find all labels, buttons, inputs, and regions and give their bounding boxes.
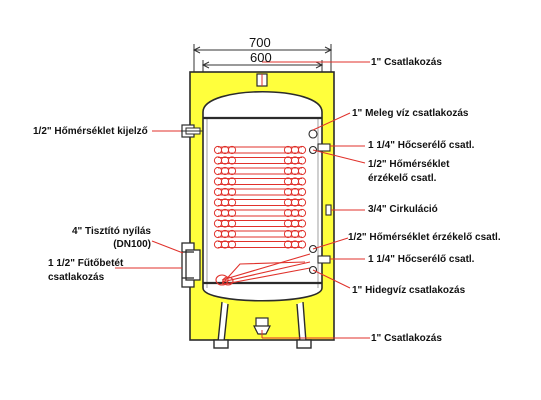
coil-tube-section	[297, 187, 307, 197]
label-hot-water: 1" Meleg víz csatlakozás	[352, 108, 469, 119]
coil-tube-section	[227, 145, 237, 155]
coil-tube-section	[227, 187, 237, 197]
label-bottom-connection: 1" Csatlakozás	[371, 333, 442, 344]
coil-tube-section	[227, 219, 237, 228]
coil-tube-section	[227, 240, 237, 249]
coil-tube-section	[227, 156, 237, 165]
label-lower-coil: 1 1/4" Hőcserélő csatl.	[368, 254, 475, 265]
label-upper-coil: 1 1/4" Hőcserélő csatl.	[368, 140, 475, 151]
lower-coil	[215, 253, 311, 286]
dimension-lines	[192, 44, 333, 80]
coil-tube-section	[297, 198, 307, 207]
label-thermometer: 1/2" Hőmérséklet kijelző	[33, 126, 148, 137]
leader-lines	[115, 61, 370, 339]
label-circulation: 3/4" Cirkuláció	[368, 204, 438, 215]
cleaning-opening-flange	[181, 242, 201, 288]
label-cold-water: 1" Hidegvíz csatlakozás	[352, 285, 466, 296]
coil-tube-section	[297, 156, 307, 165]
label-cleaning-1: 4" Tisztító nyílás	[71, 226, 151, 237]
label-heater-1: 1 1/2" Fűtőbetét	[48, 258, 124, 269]
coil-tube-section	[227, 166, 237, 176]
coil-tube-section	[297, 208, 307, 218]
label-upper-sensor-1: 1/2" Hőmérséklet	[368, 159, 450, 170]
label-cleaning-2: (DN100)	[113, 239, 151, 250]
coil-tube-section	[227, 208, 237, 218]
coil-tube-section	[227, 177, 237, 186]
coil-tube-section	[227, 229, 237, 239]
coil-tube-section	[297, 240, 307, 249]
tank-legs	[213, 301, 312, 349]
label-heater-2: csatlakozás	[48, 272, 105, 283]
coil-tube-section	[297, 229, 307, 239]
label-upper-sensor-2: érzékelő csatl.	[368, 173, 437, 184]
coil-tube-section	[297, 177, 307, 186]
coil-tube-section	[227, 198, 237, 207]
label-lower-sensor: 1/2" Hőmérséklet érzékelő csatl.	[348, 232, 501, 243]
thermometer-icon	[181, 124, 203, 138]
outer-width-dimension: 700	[249, 35, 271, 50]
coil-tube-section	[297, 166, 307, 176]
upper-coil	[213, 145, 307, 249]
coil-tube-section	[297, 145, 307, 155]
inner-width-dimension: 600	[250, 50, 272, 65]
label-top-connection: 1" Csatlakozás	[371, 57, 442, 68]
coil-tube-section	[297, 219, 307, 228]
